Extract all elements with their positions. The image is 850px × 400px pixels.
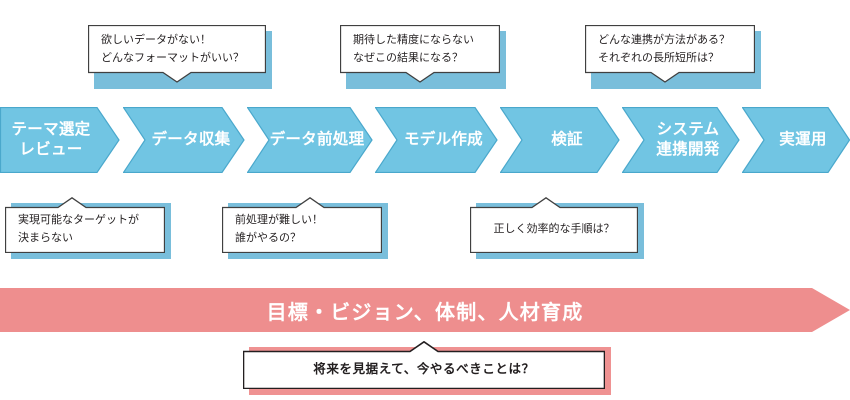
chevron-shape	[622, 107, 740, 173]
process-step-model-building[interactable]: モデル作成	[375, 107, 498, 173]
process-step-production-operation[interactable]: 実運用	[742, 107, 850, 173]
callout-balloon-shape	[88, 25, 266, 83]
process-step-data-collection[interactable]: データ収集	[123, 107, 245, 173]
callout-procedure-issues: 正しく効率的な手順は？	[470, 197, 644, 259]
callout-target-feasibility-issues: 実現可能なターゲットが 決まらない	[5, 197, 171, 259]
callout-balloon-shape	[5, 197, 165, 253]
chevron-shape	[123, 107, 245, 173]
callout-balloon-shape	[243, 341, 605, 389]
process-step-validation[interactable]: 検証	[500, 107, 620, 173]
process-step-data-preprocessing[interactable]: データ前処理	[247, 107, 373, 173]
process-step-system-integration[interactable]: システム 連携開発	[622, 107, 740, 173]
chevron-shape	[375, 107, 498, 173]
callout-balloon-shape	[340, 25, 500, 83]
chevron-shape	[0, 107, 120, 173]
process-step-theme-selection-review[interactable]: テーマ選定 レビュー	[0, 107, 120, 173]
callout-future-outlook-question: 将来を見据えて、今やるべきことは？	[243, 341, 611, 395]
foundation-banner[interactable]: 目標・ビジョン、体制、人材育成	[0, 288, 850, 332]
callout-balloon-shape	[470, 197, 638, 253]
chevron-shape	[500, 107, 620, 173]
chevron-shape	[247, 107, 373, 173]
banner-arrow-shape	[0, 288, 850, 332]
callout-preprocessing-issues: 前処理が難しい！ 誰がやるの？	[222, 197, 388, 259]
chevron-shape	[742, 107, 850, 173]
callout-balloon-shape	[222, 197, 382, 253]
callout-integration-method-issues: どんな連携が方法がある？ それぞれの長所短所は？	[585, 25, 761, 89]
callout-balloon-shape	[585, 25, 755, 83]
callout-model-accuracy-issues: 期待した精度にならない なぜこの結果になる？	[340, 25, 506, 89]
callout-data-collection-issues: 欲しいデータがない！ どんなフォーマットがいい？	[88, 25, 272, 89]
